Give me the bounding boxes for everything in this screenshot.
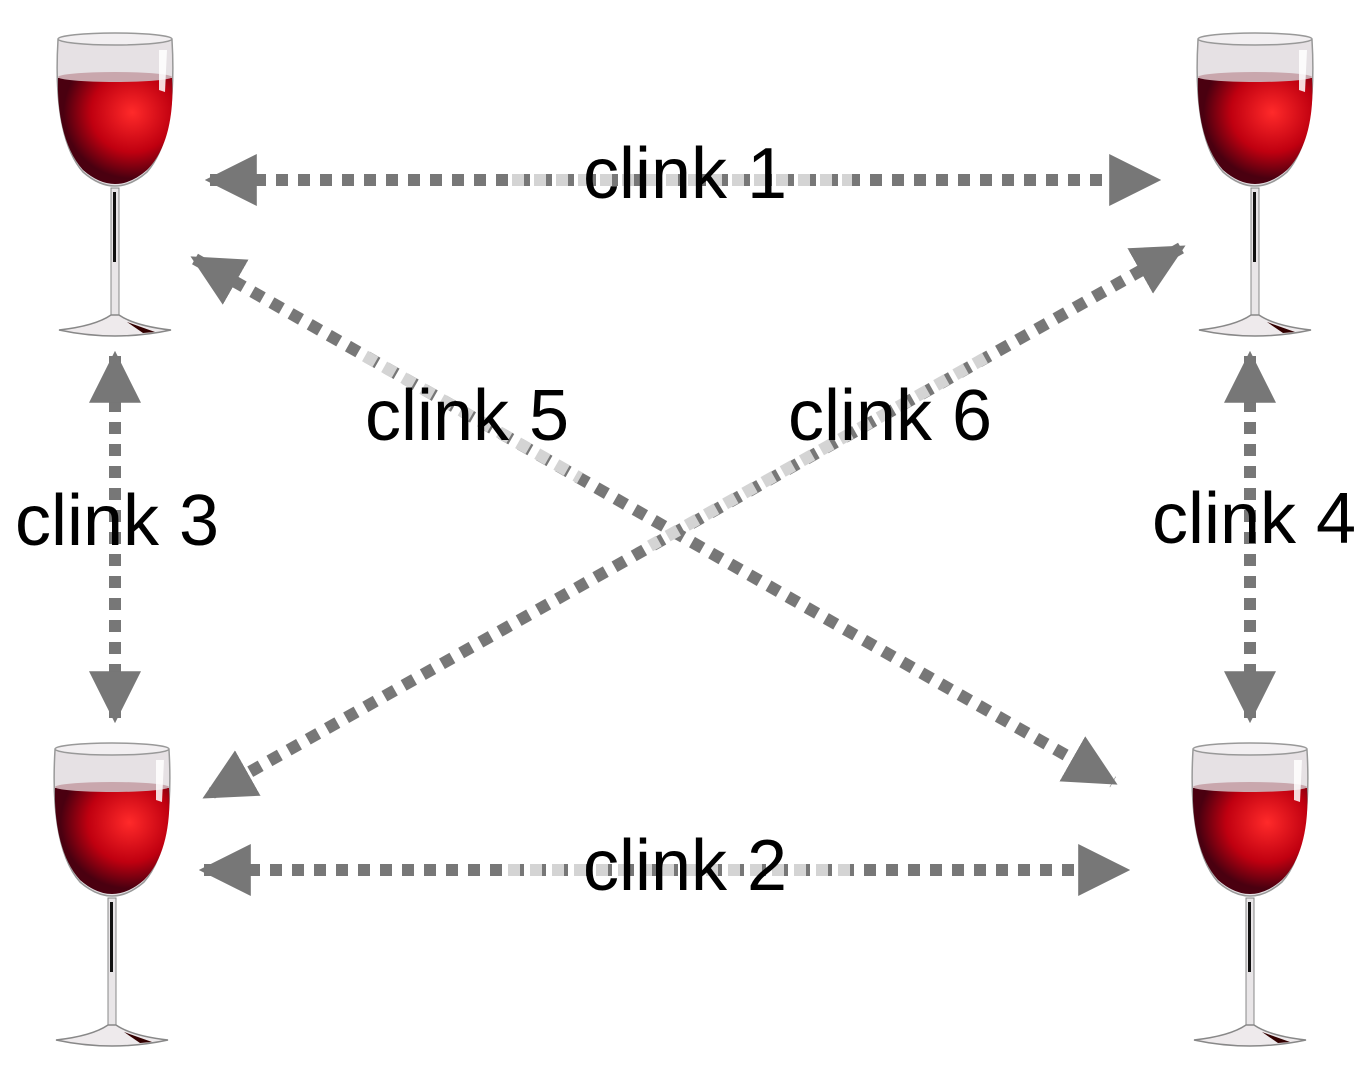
wine-glass-icon bbox=[53, 742, 171, 1047]
clink-3-label: clink 3 bbox=[15, 481, 219, 561]
clink-1-label: clink 1 bbox=[583, 134, 787, 214]
wine-glass-icon bbox=[1196, 32, 1314, 337]
clink-6-label: clink 6 bbox=[788, 376, 992, 456]
wine-glass-icon bbox=[1191, 742, 1309, 1047]
clink-5-label: clink 5 bbox=[365, 376, 569, 456]
clink-2-label: clink 2 bbox=[583, 826, 787, 906]
wine-glass-icon bbox=[56, 32, 174, 337]
clink-5-arrow bbox=[190, 253, 1118, 788]
clink-4-label: clink 4 bbox=[1152, 479, 1356, 559]
